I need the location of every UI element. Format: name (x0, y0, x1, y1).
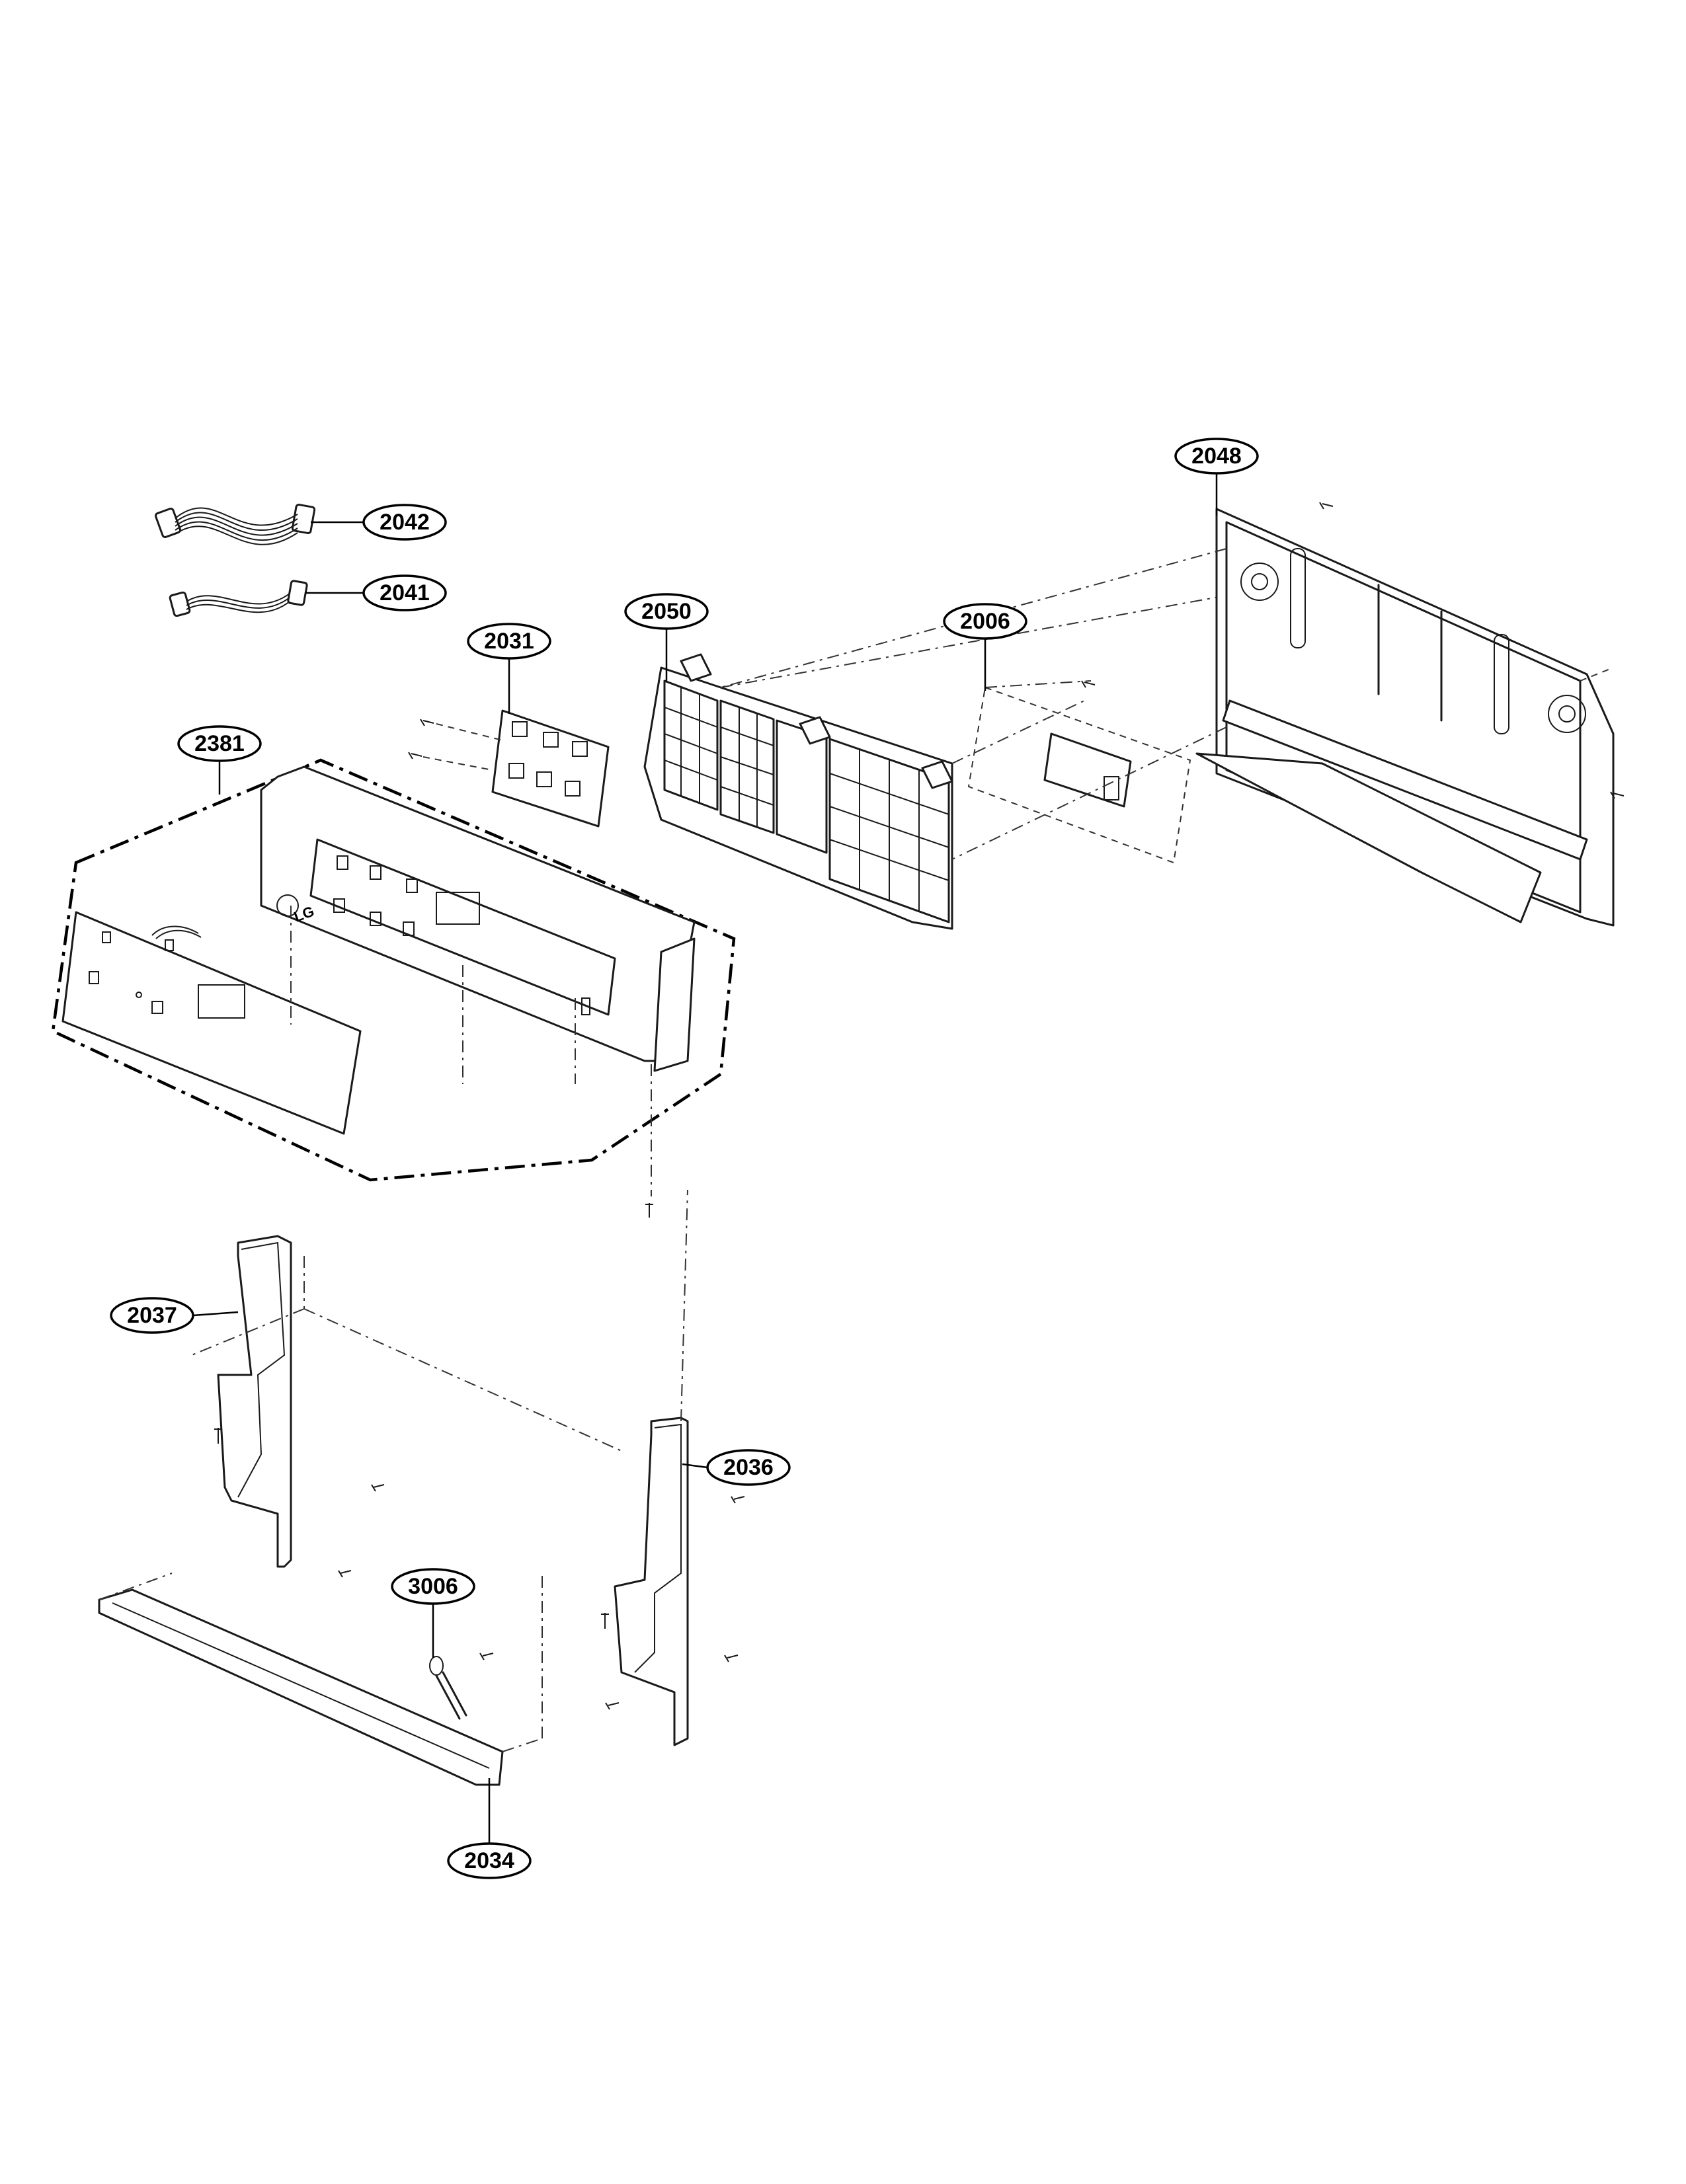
callout-2031-label: 2031 (484, 629, 534, 654)
callout-2381-label: 2381 (194, 731, 245, 756)
control-bracket-2050 (643, 594, 1230, 930)
callout-2034-label: 2034 (464, 1848, 514, 1873)
callout-2006-label: 2006 (960, 609, 1010, 634)
bottom-rail-2034 (98, 1573, 543, 1786)
back-panel-2048 (720, 502, 1625, 927)
callout-2050-label: 2050 (641, 599, 692, 624)
callout-3006: 3006 (391, 1568, 475, 1605)
side-bracket-2036 (601, 1189, 745, 1746)
wire-harness-2041 (169, 580, 308, 617)
callout-2042: 2042 (362, 504, 447, 541)
callout-2006: 2006 (943, 603, 1027, 640)
callout-2031: 2031 (467, 623, 551, 660)
callout-2381: 2381 (177, 725, 262, 762)
control-panel-assembly-2381: LG (51, 758, 736, 1182)
clip-3006 (429, 1653, 494, 1720)
callout-2050: 2050 (624, 593, 709, 630)
callout-2037: 2037 (110, 1297, 194, 1334)
callout-2037-label: 2037 (127, 1303, 177, 1328)
leader-lines (192, 473, 1218, 1844)
wire-harness-2042 (154, 504, 316, 545)
callout-2041-label: 2041 (380, 580, 430, 605)
side-bracket-2037 (191, 1235, 622, 1578)
callout-2048-label: 2048 (1191, 444, 1242, 469)
callout-3006-label: 3006 (408, 1574, 458, 1599)
callout-2034: 2034 (447, 1842, 532, 1879)
callout-2048: 2048 (1174, 438, 1259, 475)
relay-panel-2006 (967, 680, 1191, 864)
callout-2036: 2036 (706, 1449, 791, 1486)
callout-2036-label: 2036 (723, 1455, 774, 1480)
callout-2041: 2041 (362, 574, 447, 611)
callout-2042-label: 2042 (380, 510, 430, 535)
pcb-board-2031 (408, 709, 610, 828)
screw-panel-bottom (645, 1064, 653, 1218)
